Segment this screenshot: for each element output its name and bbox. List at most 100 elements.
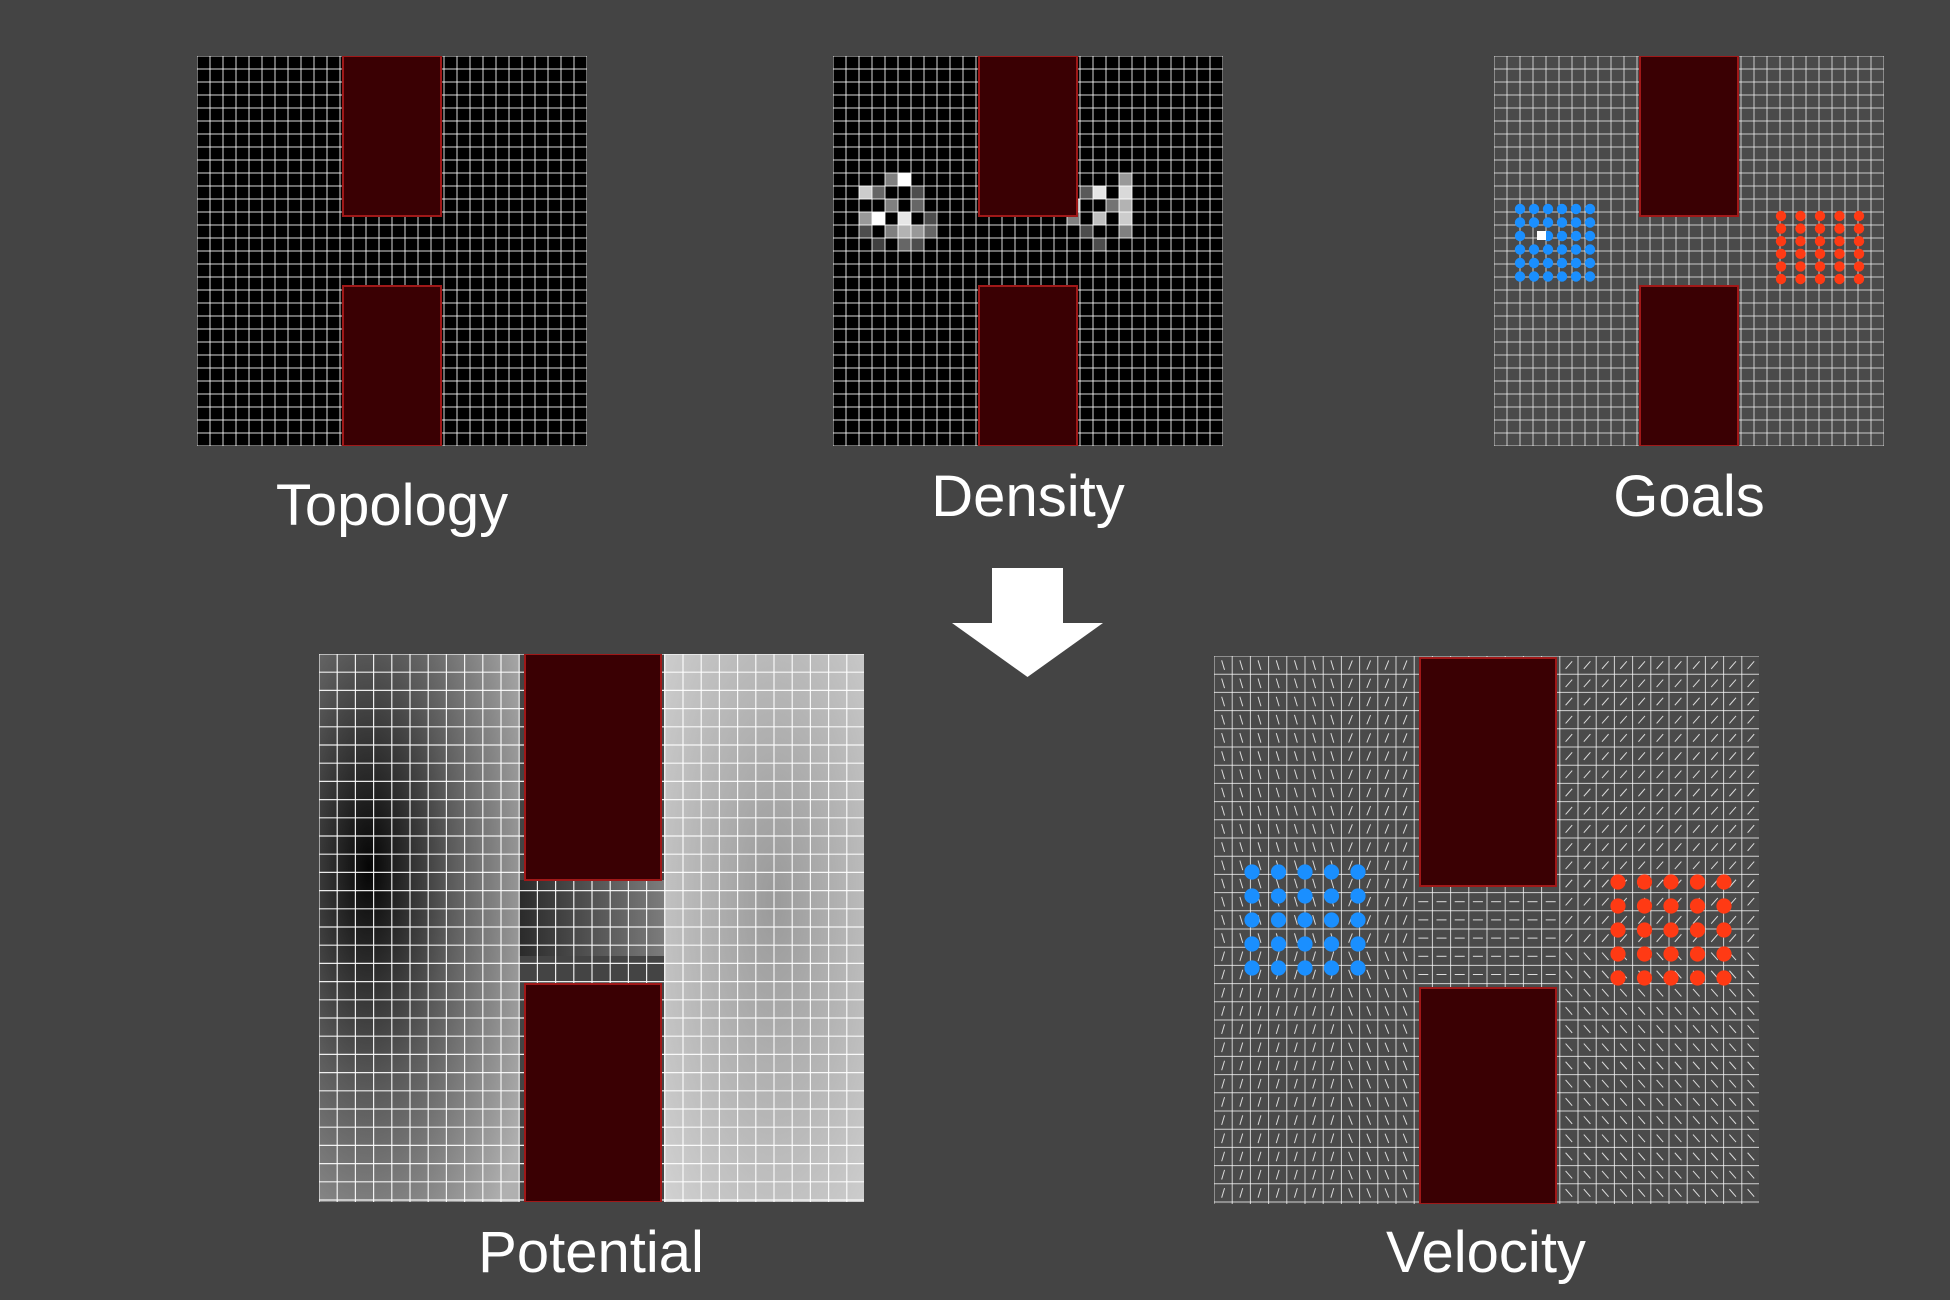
agent-dot bbox=[1853, 248, 1865, 259]
velocity-field bbox=[1221, 660, 1755, 1198]
agent-dot bbox=[1570, 230, 1582, 242]
agent-dot bbox=[1716, 874, 1732, 890]
agent-dot bbox=[1689, 970, 1706, 986]
agent-dot bbox=[1795, 236, 1806, 247]
density-cell bbox=[1119, 186, 1132, 199]
agent-dot bbox=[1663, 874, 1679, 890]
density-cell bbox=[885, 173, 898, 186]
grid-lines bbox=[197, 56, 587, 446]
agent-dot bbox=[1570, 217, 1582, 228]
agent-dot bbox=[1528, 244, 1540, 255]
density-cell bbox=[1080, 186, 1093, 199]
obstacle-block bbox=[342, 285, 442, 446]
density-cell bbox=[872, 212, 885, 225]
agent-dot bbox=[1542, 257, 1554, 269]
agent-dot bbox=[1270, 888, 1287, 904]
agent-dot bbox=[1775, 236, 1787, 247]
agent-dot bbox=[1814, 248, 1826, 259]
velocity-panel bbox=[1214, 656, 1759, 1204]
agent-dot bbox=[1528, 257, 1540, 269]
agent-dot bbox=[1570, 203, 1582, 215]
agent-dot bbox=[1716, 922, 1732, 938]
agent-dot bbox=[1795, 210, 1806, 222]
agent-dot bbox=[1542, 217, 1554, 228]
goals-grid bbox=[1494, 56, 1884, 446]
velocity-grid bbox=[1214, 656, 1759, 1204]
density-label: Density bbox=[931, 464, 1125, 529]
agent-dot bbox=[1689, 898, 1706, 914]
density-cell bbox=[872, 238, 885, 251]
agent-dot bbox=[1297, 888, 1313, 904]
agent-dot bbox=[1584, 244, 1596, 255]
agent-dot bbox=[1323, 888, 1340, 904]
density-panel bbox=[833, 56, 1223, 446]
goal-marker bbox=[1537, 231, 1546, 240]
agent-dot bbox=[1834, 273, 1845, 285]
obstacle-block bbox=[978, 56, 1078, 217]
density-cell bbox=[898, 225, 911, 238]
agent-dot bbox=[1636, 970, 1653, 986]
density-cell bbox=[898, 212, 911, 225]
obstacle-block bbox=[342, 56, 442, 217]
density-cell bbox=[911, 225, 924, 238]
agent-dot bbox=[1834, 236, 1845, 247]
agent-dot bbox=[1663, 922, 1679, 938]
density-cell bbox=[1093, 238, 1106, 251]
agent-dot bbox=[1795, 261, 1806, 272]
agent-dot bbox=[1323, 936, 1340, 952]
agent-dot bbox=[1775, 248, 1787, 259]
potential-grid bbox=[319, 654, 864, 1202]
density-cell bbox=[885, 225, 898, 238]
potential-region-right bbox=[664, 654, 864, 1202]
agent-dot bbox=[1270, 912, 1287, 928]
agent-dot bbox=[1834, 210, 1845, 222]
agent-dot bbox=[1323, 960, 1340, 976]
agent-dot bbox=[1297, 864, 1313, 880]
agent-dot bbox=[1244, 864, 1260, 880]
agent-dot bbox=[1514, 257, 1526, 269]
agent-dot bbox=[1542, 244, 1554, 255]
agent-dot bbox=[1297, 936, 1313, 952]
density-cell bbox=[872, 186, 885, 199]
agent-dot bbox=[1570, 257, 1582, 269]
agent-dot bbox=[1556, 257, 1568, 269]
agent-dot bbox=[1270, 960, 1287, 976]
agent-dot bbox=[1853, 236, 1865, 247]
goals-panel bbox=[1494, 56, 1884, 446]
agent-dot bbox=[1716, 898, 1732, 914]
agent-dot bbox=[1834, 223, 1845, 234]
agent-dot bbox=[1584, 203, 1596, 215]
density-cell bbox=[911, 238, 924, 251]
agent-dot bbox=[1834, 248, 1845, 259]
obstacle-block bbox=[978, 285, 1078, 446]
density-cell bbox=[924, 225, 937, 238]
agent-dot bbox=[1814, 210, 1826, 222]
agent-dot bbox=[1570, 271, 1582, 282]
obstacle-block bbox=[1639, 285, 1739, 446]
topology-panel bbox=[197, 56, 587, 446]
potential-label: Potential bbox=[478, 1220, 704, 1285]
agent-dot bbox=[1689, 946, 1706, 962]
density-cell bbox=[859, 212, 872, 225]
agent-dot bbox=[1795, 248, 1806, 259]
velocity-label: Velocity bbox=[1386, 1220, 1586, 1285]
agent-dot bbox=[1775, 210, 1787, 222]
agent-dot bbox=[1775, 261, 1787, 272]
agent-dot bbox=[1610, 898, 1626, 914]
agent-dot bbox=[1795, 223, 1806, 234]
agent-dot bbox=[1775, 223, 1787, 234]
density-grid bbox=[833, 56, 1223, 446]
agent-dot bbox=[1610, 946, 1626, 962]
topology-grid bbox=[197, 56, 587, 446]
density-cell bbox=[859, 225, 872, 238]
agent-dot bbox=[1542, 271, 1554, 282]
agent-dot bbox=[1514, 203, 1526, 215]
density-cell bbox=[859, 186, 872, 199]
agent-dot bbox=[1556, 217, 1568, 228]
obstacle-block bbox=[524, 983, 662, 1202]
agent-dot bbox=[1716, 946, 1732, 962]
agent-dot bbox=[1323, 864, 1340, 880]
agent-dot bbox=[1636, 922, 1653, 938]
potential-region-left bbox=[319, 654, 519, 1202]
density-cell bbox=[1106, 199, 1119, 212]
